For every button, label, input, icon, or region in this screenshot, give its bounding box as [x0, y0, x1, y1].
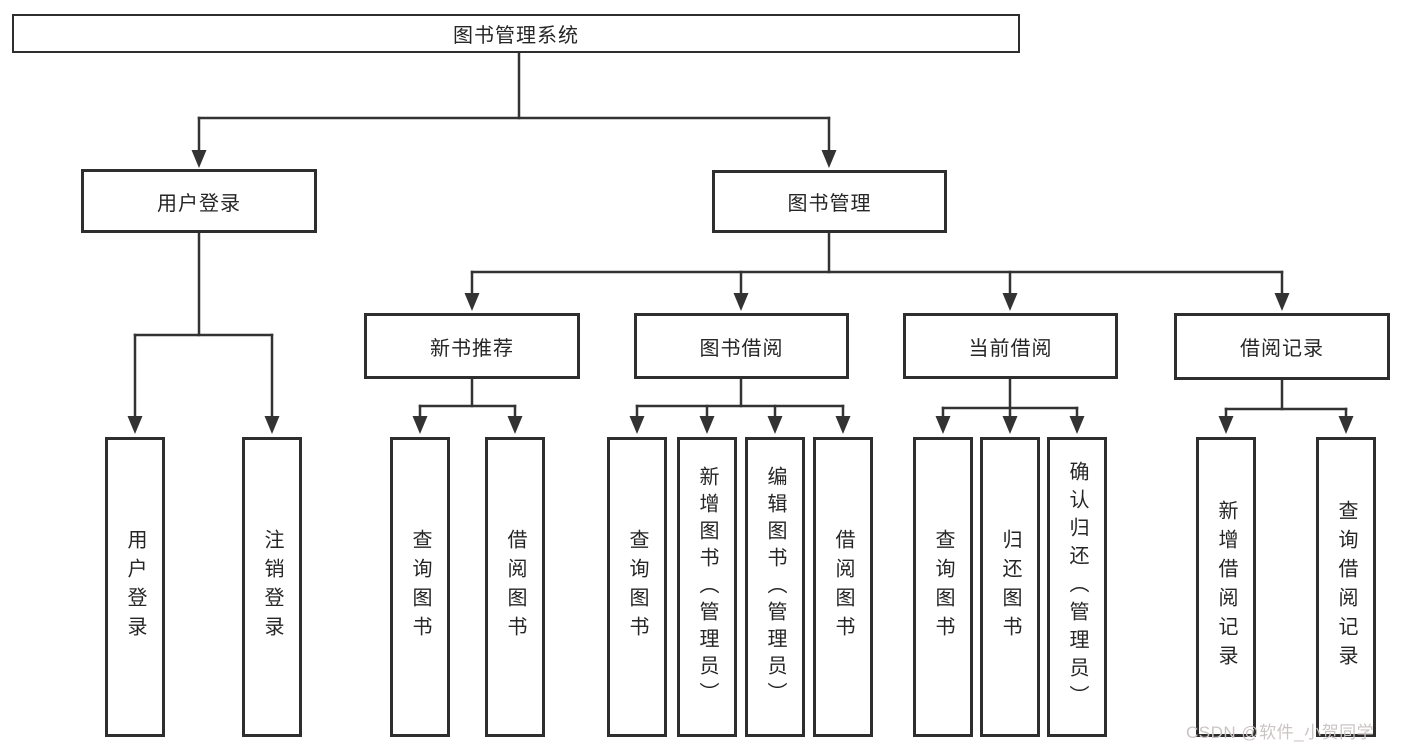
leaf-logout: 注销登录	[242, 437, 302, 737]
node-root: 图书管理系统	[12, 14, 1020, 53]
node-new-book-recommend: 新书推荐	[364, 313, 580, 379]
leaf-borrow-borrow-books: 借阅图书	[813, 437, 873, 737]
edges-book-borrow	[629, 377, 851, 434]
node-user-login: 用户登录	[81, 169, 317, 233]
leaf-recommend-query-books: 查询图书	[390, 437, 450, 737]
node-book-borrow: 图书借阅	[634, 313, 849, 379]
edges-current-borrow	[935, 377, 1085, 434]
leaf-recommend-borrow-books: 借阅图书	[485, 437, 545, 737]
node-borrow-records: 借阅记录	[1174, 313, 1390, 380]
edges-root	[191, 51, 837, 168]
leaf-borrow-query-books: 查询图书	[607, 437, 667, 737]
leaf-borrow-edit-books-admin: 编辑图书（管理员）	[745, 437, 805, 737]
leaf-records-add-record: 新增借阅记录	[1196, 437, 1256, 737]
edges-new-book-rec	[412, 377, 523, 434]
leaf-records-query-record: 查询借阅记录	[1316, 437, 1376, 737]
edges-book-mgmt	[464, 231, 1290, 311]
edges-borrow-records	[1218, 378, 1354, 434]
leaf-current-confirm-return-admin: 确认归还（管理员）	[1047, 437, 1107, 737]
node-current-borrow: 当前借阅	[903, 313, 1118, 379]
node-book-management: 图书管理	[712, 170, 947, 233]
edges-user-login	[127, 231, 280, 434]
leaf-current-query-books: 查询图书	[913, 437, 973, 737]
leaf-borrow-add-books-admin: 新增图书（管理员）	[677, 437, 737, 737]
leaf-current-return-books: 归还图书	[980, 437, 1040, 737]
leaf-user-login: 用户登录	[105, 437, 165, 737]
csdn-watermark: CSDN @软件_小贺同学	[1186, 723, 1375, 742]
